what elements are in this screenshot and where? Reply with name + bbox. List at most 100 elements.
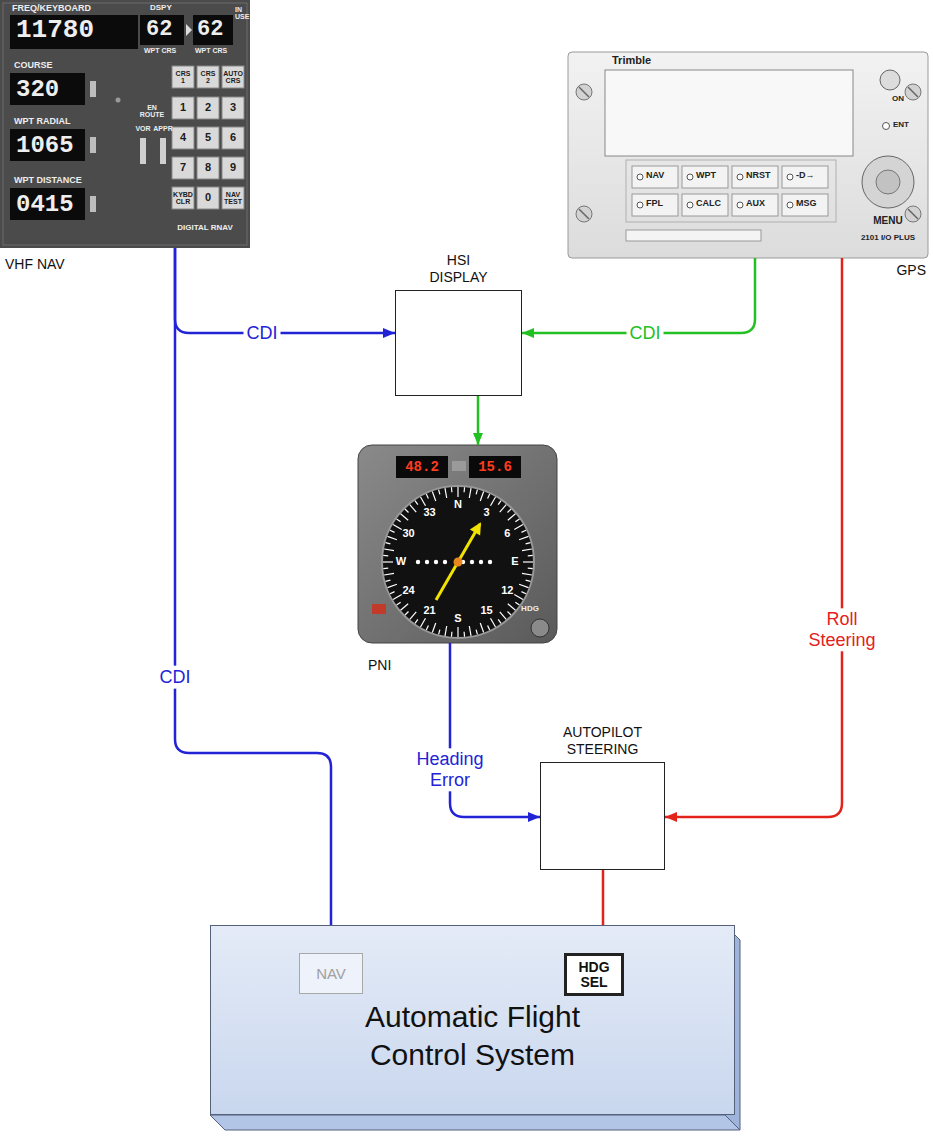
panel-label: 6 [504, 528, 510, 540]
panel-label: S [454, 613, 461, 625]
deviation-dot [470, 560, 474, 564]
panel-label: WPT [696, 171, 716, 180]
compass-tick [384, 573, 394, 575]
panel-label: 15 [480, 606, 492, 618]
panel-label: W [396, 556, 406, 568]
panel-label: WPT CRS [195, 47, 227, 54]
compass-tick [457, 627, 458, 637]
compass-tick [500, 505, 506, 513]
panel-label: MSG [796, 199, 817, 208]
compass-tick [401, 514, 409, 520]
compass-tick [521, 592, 526, 594]
panel-label: COURSE [14, 61, 53, 70]
panel-label: NAV TEST [223, 191, 243, 206]
compass-tick [390, 592, 395, 594]
compass-tick [507, 509, 511, 513]
panel-label: 8 [205, 162, 211, 174]
panel-label: 6 [230, 132, 236, 144]
compass-tick [451, 632, 453, 637]
compass-tick [415, 619, 418, 623]
pni-instrument-art [358, 445, 557, 643]
compass-tick [488, 494, 490, 499]
compass-tick [388, 584, 397, 587]
digital-readout: 62 [197, 18, 223, 41]
compass-tick [421, 618, 426, 627]
panel-label: AUTO CRS [223, 70, 243, 85]
gps-unit: GPS [568, 52, 928, 258]
compass-tick [491, 618, 496, 627]
panel-label: 4 [180, 132, 186, 144]
compass-tick [383, 555, 388, 557]
signal-connector [477, 396, 480, 445]
compass-tick [526, 543, 531, 544]
deviation-dot [434, 560, 438, 564]
compass-tick [445, 626, 447, 636]
gps-panel-art [568, 52, 928, 258]
compass-tick [451, 487, 453, 492]
compass-tick [528, 555, 533, 557]
node-label: VHF NAV [5, 256, 65, 273]
panel-label: MENU [873, 216, 902, 227]
panel-label: 3 [483, 507, 489, 519]
panel-label: DIGITAL RNAV [177, 224, 233, 232]
compass-tick [519, 536, 528, 539]
panel-label: Trimble [612, 55, 651, 67]
deviation-dot [425, 560, 429, 564]
panel-label: IN USE [235, 6, 251, 21]
aircraft-symbol [454, 558, 463, 567]
signal-connector [175, 248, 395, 333]
compass-tick [410, 505, 416, 513]
panel-label: 12 [501, 585, 513, 597]
compass-tick [500, 612, 506, 620]
system-box: Automatic Flight Control System NAV HDG SE… [210, 925, 735, 1115]
input-box: HDG SEL [564, 953, 624, 996]
compass-tick [515, 602, 519, 605]
panel-label: CALC [696, 199, 721, 208]
compass-tick [386, 543, 391, 544]
panel-label: 7 [180, 162, 186, 174]
panel-label: HDG [521, 605, 539, 613]
compass-tick [514, 525, 523, 530]
signal-connector [665, 258, 842, 817]
compass-tick [397, 602, 401, 605]
signal-label: Roll Steering [800, 608, 884, 651]
compass-tick [491, 497, 496, 506]
signal-label: CDI [627, 322, 664, 345]
compass-tick [415, 501, 418, 505]
digital-readout: 320 [16, 77, 59, 102]
digital-readout: 15.6 [478, 460, 512, 475]
panel-label: FREQ/KEYBOARD [12, 4, 91, 13]
node-label: NAV [300, 965, 362, 983]
compass-tick [522, 549, 532, 551]
compass-tick [457, 487, 458, 497]
panel-label: CRS 1 [173, 70, 193, 85]
panel-label: WPT RADIAL [14, 117, 71, 126]
compass-tick [401, 604, 409, 610]
compass-tick [388, 536, 397, 539]
compass-tick [439, 630, 440, 635]
node-label: Automatic Flight Control System [211, 998, 734, 1073]
compass-tick [405, 509, 409, 513]
compass-tick [498, 501, 501, 505]
deviation-dot [488, 560, 492, 564]
compass-tick [521, 530, 526, 532]
digital-readout: 48.2 [405, 460, 439, 475]
compass-tick [383, 561, 393, 562]
panel-label: CRS 2 [198, 70, 218, 85]
panel-label: FPL [646, 199, 663, 208]
compass-tick [464, 632, 466, 637]
switch-box: AUTOPILOT STEERING [540, 762, 665, 870]
deviation-dot [443, 560, 447, 564]
compass-tick [421, 497, 426, 506]
compass-tick [464, 487, 466, 492]
panel-label: KYBD CLR [173, 191, 193, 206]
digital-readout: 11780 [16, 17, 94, 44]
panel-label: VOR [135, 125, 150, 132]
panel-label: ON [892, 95, 904, 103]
compass-tick [390, 530, 395, 532]
panel-label: 30 [403, 528, 415, 540]
compass-tick [523, 561, 533, 562]
digital-readout: 0415 [16, 192, 74, 217]
panel-label: WPT CRS [144, 47, 176, 54]
